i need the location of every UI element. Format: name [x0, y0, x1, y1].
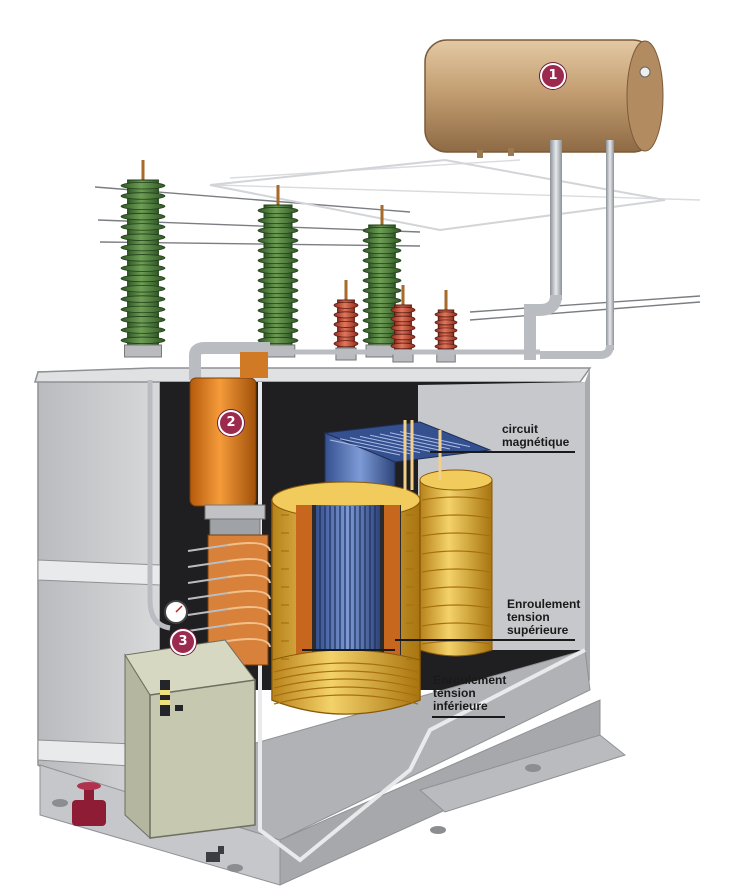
lv-insulators — [333, 280, 458, 363]
control-cabinet — [124, 639, 256, 840]
conservator-tank — [424, 39, 664, 360]
drain-valve-icon — [72, 782, 224, 862]
label-enroulement-tension-inferieure: Enroulement tension inférieure — [433, 673, 507, 713]
gauge-icon — [164, 600, 188, 624]
label-enroulement-tension-superieure: Enroulement tension supérieure — [507, 597, 581, 637]
label-circuit-magnetique: circuit magnétique — [502, 422, 570, 449]
callout-badge-2: 2 — [218, 410, 244, 436]
leader-lines — [302, 451, 575, 718]
hv-insulators — [120, 160, 402, 358]
coil-front — [271, 420, 442, 715]
callout-badge-3: 3 — [170, 629, 196, 655]
support-frame — [209, 158, 666, 232]
coil-back — [419, 469, 493, 657]
callout-badge-1: 1 — [540, 63, 566, 89]
oil-piping — [147, 342, 540, 631]
